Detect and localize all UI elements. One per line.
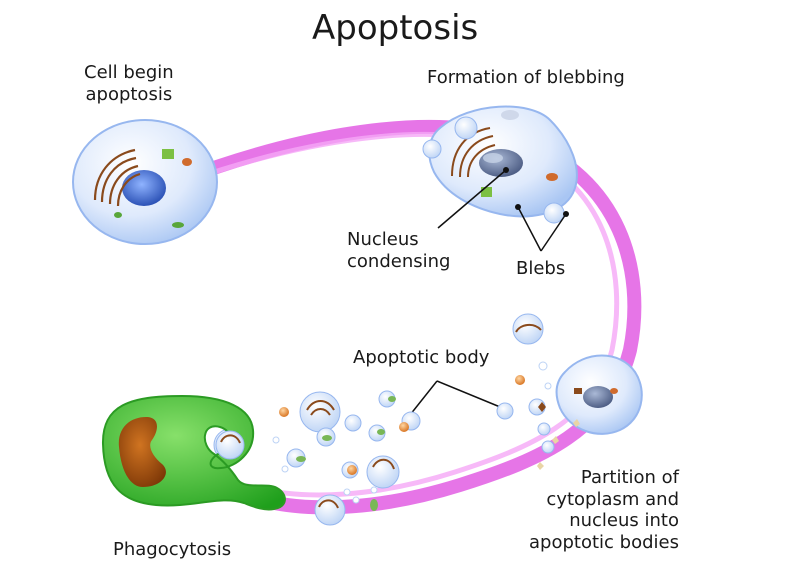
label-partition: Partition of cytoplasm and nucleus into … bbox=[512, 467, 679, 553]
nucleus bbox=[122, 170, 166, 206]
pathway-arc bbox=[173, 119, 642, 515]
label-line: Nucleus bbox=[347, 229, 419, 250]
diagram-title: Apoptosis bbox=[312, 8, 479, 48]
bleb bbox=[454, 116, 478, 140]
label-line: nucleus into bbox=[569, 510, 679, 532]
label-blebs: Blebs bbox=[516, 258, 566, 279]
mitochondria bbox=[93, 148, 141, 207]
blebbing-cell bbox=[422, 105, 578, 224]
phagocyte-cell bbox=[101, 394, 286, 511]
label-apoptotic-body: Apoptotic body bbox=[353, 347, 490, 368]
label-cell-begin-apoptosis: Cell begin apoptosis bbox=[84, 62, 174, 105]
label-line: apoptotic bodies bbox=[529, 531, 679, 553]
label-phagocytosis: Phagocytosis bbox=[113, 539, 232, 560]
label-line: Cell begin bbox=[84, 62, 174, 83]
pathway-arc-inner bbox=[187, 131, 620, 498]
label-line: cytoplasm and bbox=[546, 488, 679, 510]
mitochondria bbox=[451, 127, 496, 178]
bleb bbox=[422, 139, 442, 159]
label-line: apoptosis bbox=[85, 83, 173, 105]
label-line: Partition of bbox=[580, 467, 679, 488]
normal-cell bbox=[72, 119, 218, 245]
label-nucleus-condensing: Nucleus condensing bbox=[347, 229, 450, 272]
label-line: condensing bbox=[347, 250, 451, 272]
bleb bbox=[543, 202, 565, 224]
green-organelle bbox=[162, 149, 174, 159]
label-formation-of-blebbing: Formation of blebbing bbox=[427, 67, 625, 88]
fragmenting-cell bbox=[555, 354, 643, 435]
